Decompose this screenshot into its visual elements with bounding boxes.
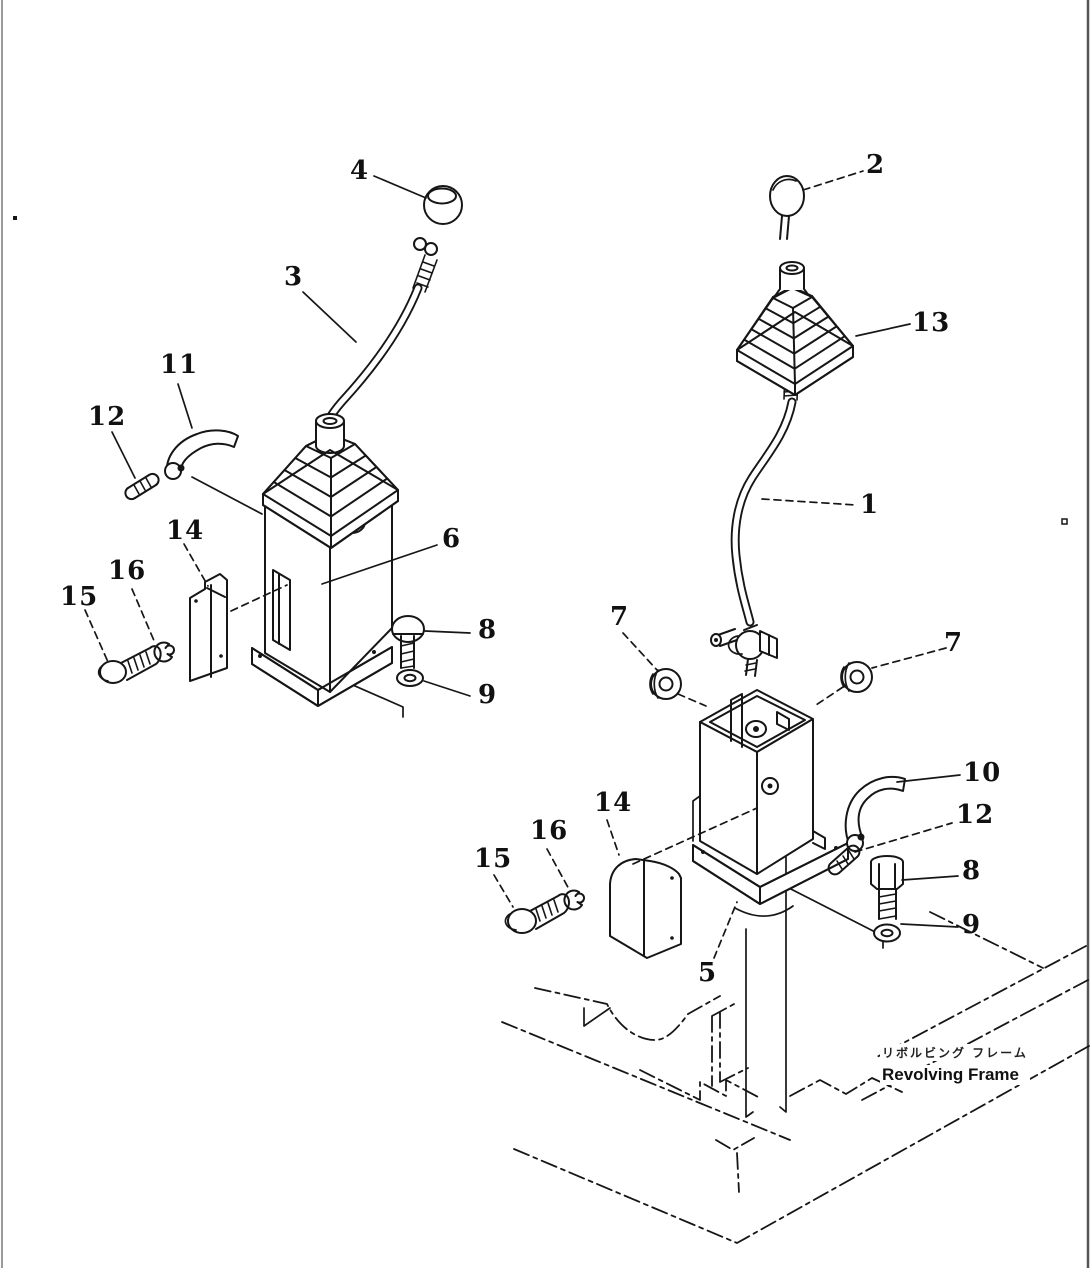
plate-part-14-right: [609, 858, 682, 959]
leader-plate-left-to-housing: [230, 584, 288, 612]
lockwasher-part-16-left: [153, 641, 175, 663]
leader-12-right: [854, 822, 953, 853]
callout-lockwasher-right: 16: [530, 816, 569, 846]
leader-11: [177, 383, 193, 429]
pivot-joint: [710, 624, 778, 677]
lever-part-3: [318, 283, 423, 439]
leader-6: [321, 544, 438, 585]
leader-3: [302, 291, 357, 343]
boot-collar-left: [315, 413, 345, 454]
callout-bolt-head-right: 8: [962, 856, 982, 886]
knob-part-4: [412, 185, 463, 293]
hook-part-11: [164, 429, 239, 480]
callout-housing-right: 5: [698, 958, 718, 988]
callout-grommet-right-b: 7: [944, 628, 964, 658]
callout-pin-left: 12: [88, 402, 127, 432]
right-control-lever-assembly: [504, 175, 906, 959]
callout-knob-left: 4: [350, 156, 370, 186]
leader-15-left: [84, 609, 109, 663]
callout-plug-bolt-left: 8: [478, 615, 498, 645]
callout-boot-right: 13: [912, 308, 951, 338]
boot-part-13: [736, 261, 854, 396]
leader-8-right: [901, 875, 959, 881]
leader-14-left: [183, 543, 209, 587]
callout-pin-right: 12: [956, 800, 995, 830]
callout-plate-left: 14: [166, 516, 205, 546]
bolt-part-15-left: [97, 645, 162, 684]
housing-part-5: [692, 689, 849, 917]
frame-label-english: Revolving Frame: [880, 1065, 1030, 1085]
plate-part-14-left: [189, 573, 228, 682]
leader-9-left: [423, 680, 471, 697]
leader-5: [713, 901, 738, 959]
leader-1: [761, 498, 857, 506]
leader-2: [802, 170, 864, 191]
callout-bolt-right: 15: [474, 844, 513, 874]
leader-grommet-left-insert: [677, 693, 707, 707]
leader-10: [896, 774, 961, 783]
callout-knob-right: 2: [866, 150, 886, 180]
bolt-part-8-right: [870, 855, 904, 920]
boot-left: [262, 433, 399, 549]
callout-lever-left: 3: [284, 262, 304, 292]
leader-hook-to-housing: [191, 476, 263, 515]
callout-washer-left: 9: [478, 680, 498, 710]
leader-14-right: [606, 819, 620, 856]
hook-part-10: [844, 775, 906, 852]
revolving-frame-label: リボルビング フレーム Revolving Frame: [880, 1044, 1030, 1085]
leader-13: [855, 323, 911, 337]
leader-9-right: [900, 923, 959, 928]
leader-16-left: [131, 588, 156, 644]
leader-grommet-right-insert: [815, 686, 844, 706]
lockwasher-part-16-right: [563, 889, 585, 911]
leader-15-right: [493, 874, 514, 908]
callout-hook-left: 11: [160, 350, 199, 380]
leader-7-right: [871, 647, 947, 669]
callout-housing-left: 6: [442, 524, 462, 554]
leader-16-right: [546, 848, 571, 892]
grommet-part-7-right: [840, 661, 873, 693]
grommet-part-7-left: [649, 668, 682, 700]
leader-8-left: [424, 630, 471, 634]
leader-7-left: [622, 632, 658, 671]
knob-part-2: [769, 175, 805, 240]
left-control-lever-assembly: [97, 185, 463, 707]
leader-lines: [84, 170, 961, 959]
leader-12-left: [111, 431, 136, 479]
lever-part-1: [730, 382, 799, 627]
callout-lever-right: 1: [860, 490, 880, 520]
washer-part-9-right: [873, 923, 901, 943]
callout-grommet-right-a: 7: [610, 602, 630, 632]
washer-part-9-left: [396, 669, 424, 687]
plug-bolt-part-8-left: [391, 615, 425, 669]
leader-4: [373, 175, 427, 199]
frame-label-japanese: リボルビング フレーム: [880, 1044, 1030, 1061]
callout-lockwasher-left: 16: [108, 556, 147, 586]
leader-plate-right-to-housing: [632, 807, 758, 865]
pin-part-12-right: [827, 844, 861, 876]
pin-part-12-left: [124, 472, 160, 501]
bolt-part-15-right: [504, 893, 570, 934]
callout-bolt-left: 15: [60, 582, 99, 612]
callout-washer-right: 9: [962, 910, 982, 940]
callout-hook-right: 10: [963, 758, 1002, 788]
callout-plate-right: 14: [594, 788, 633, 818]
